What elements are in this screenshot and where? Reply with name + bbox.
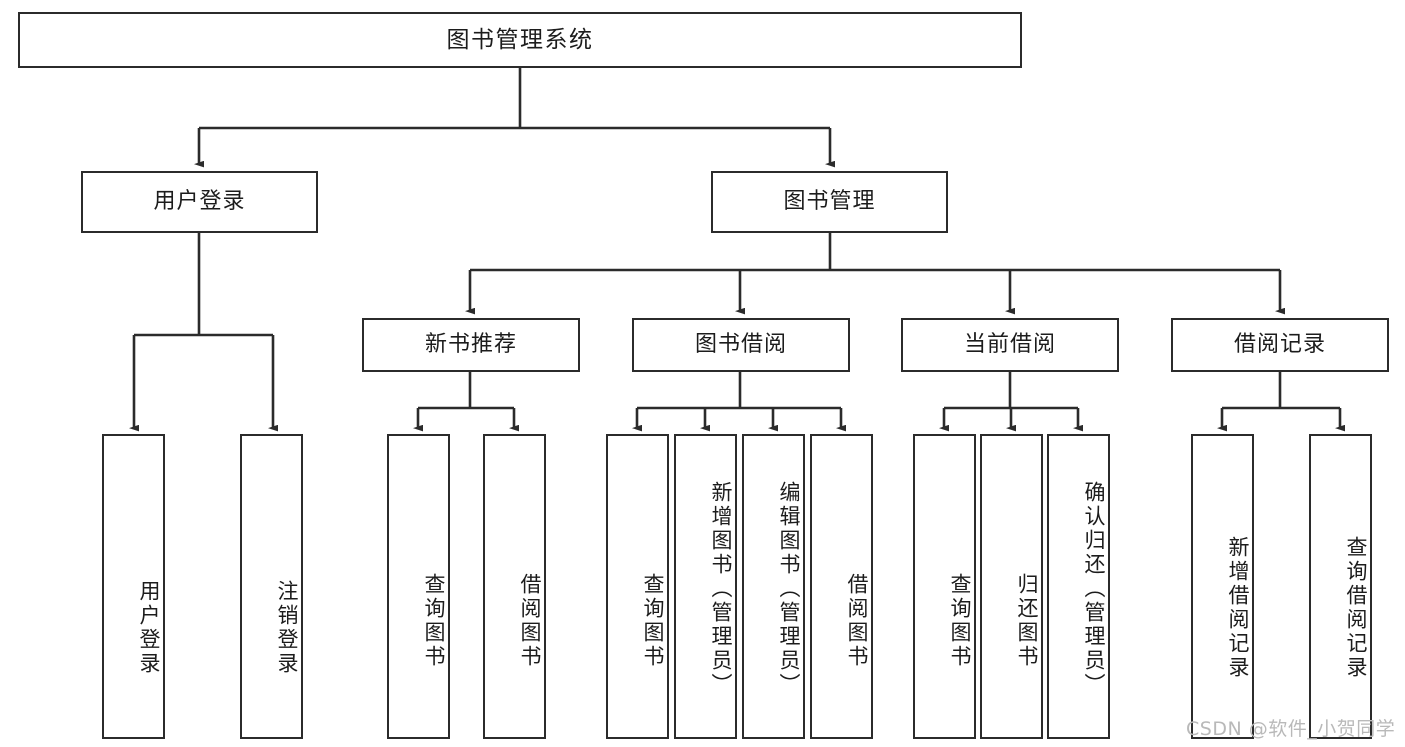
- node-leaf-query-borrow-record[interactable]: 查询借阅记录: [1309, 434, 1372, 739]
- node-leaf-query-book-3[interactable]: 查询图书: [913, 434, 976, 739]
- node-label: 确认归还（管理员）: [1082, 480, 1106, 697]
- csdn-watermark: CSDN @软件_小贺同学: [1186, 718, 1396, 740]
- node-label: 借阅图书: [518, 572, 542, 669]
- node-root-图书管理系统[interactable]: 图书管理系统: [18, 12, 1022, 68]
- node-leaf-logout[interactable]: 注销登录: [240, 434, 303, 739]
- node-leaf-user-login[interactable]: 用户登录: [102, 434, 165, 739]
- node-label: 图书管理系统: [446, 26, 594, 53]
- node-leaf-add-borrow-record[interactable]: 新增借阅记录: [1191, 434, 1254, 739]
- node-label: 新增借阅记录: [1226, 535, 1250, 680]
- node-leaf-query-book-1[interactable]: 查询图书: [387, 434, 450, 739]
- node-book-manage[interactable]: 图书管理: [711, 171, 948, 233]
- node-label: 查询借阅记录: [1344, 535, 1368, 680]
- node-new-book-recommend[interactable]: 新书推荐: [362, 318, 580, 372]
- node-leaf-borrow-book-1[interactable]: 借阅图书: [483, 434, 546, 739]
- node-label: 用户登录: [137, 579, 161, 676]
- node-label: 归还图书: [1015, 572, 1039, 669]
- node-label: 借阅记录: [1233, 331, 1326, 357]
- node-leaf-add-book[interactable]: 新增图书（管理员）: [674, 434, 737, 739]
- node-book-borrow[interactable]: 图书借阅: [632, 318, 850, 372]
- node-borrow-record[interactable]: 借阅记录: [1171, 318, 1389, 372]
- node-label: 新增图书（管理员）: [709, 480, 733, 697]
- node-label: 新书推荐: [424, 331, 517, 357]
- node-label: 图书借阅: [694, 331, 787, 357]
- node-label: 当前借阅: [963, 331, 1056, 357]
- node-user-login[interactable]: 用户登录: [81, 171, 318, 233]
- node-current-borrow[interactable]: 当前借阅: [901, 318, 1119, 372]
- node-label: 查询图书: [641, 572, 665, 669]
- node-leaf-query-book-2[interactable]: 查询图书: [606, 434, 669, 739]
- node-leaf-return-book[interactable]: 归还图书: [980, 434, 1043, 739]
- node-label: 编辑图书（管理员）: [777, 480, 801, 697]
- node-leaf-confirm-return[interactable]: 确认归还（管理员）: [1047, 434, 1110, 739]
- node-label: 图书管理: [783, 188, 876, 214]
- node-label: 查询图书: [422, 572, 446, 669]
- node-label: 借阅图书: [845, 572, 869, 669]
- node-label: 查询图书: [948, 572, 972, 669]
- node-leaf-borrow-book-2[interactable]: 借阅图书: [810, 434, 873, 739]
- node-label: 用户登录: [153, 188, 246, 214]
- node-label: 注销登录: [275, 579, 299, 676]
- node-leaf-edit-book[interactable]: 编辑图书（管理员）: [742, 434, 805, 739]
